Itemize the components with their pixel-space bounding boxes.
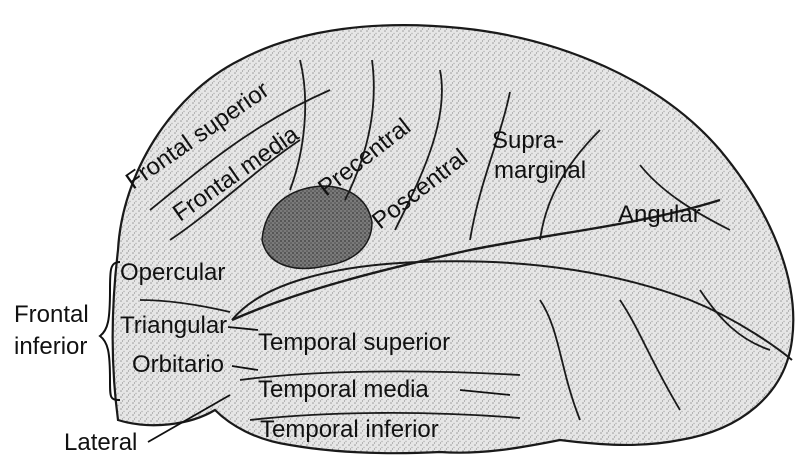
label-orbitario: Orbitario <box>132 351 224 378</box>
label-frontal-inferior-line1: Frontal <box>14 301 89 328</box>
label-opercular: Opercular <box>120 259 225 286</box>
label-supramarginal-line2: marginal <box>494 157 586 184</box>
label-temporal-inferior: Temporal inferior <box>260 416 439 443</box>
label-frontal-inferior-line2: inferior <box>14 333 87 360</box>
label-triangular: Triangular <box>120 312 227 339</box>
label-lateral: Lateral <box>64 429 137 456</box>
label-angular: Angular <box>618 201 701 228</box>
label-temporal-media: Temporal media <box>258 376 429 403</box>
label-temporal-superior: Temporal superior <box>258 329 450 356</box>
label-supramarginal-line1: Supra- <box>492 127 564 154</box>
cerebral-hemisphere-outline <box>113 25 794 453</box>
